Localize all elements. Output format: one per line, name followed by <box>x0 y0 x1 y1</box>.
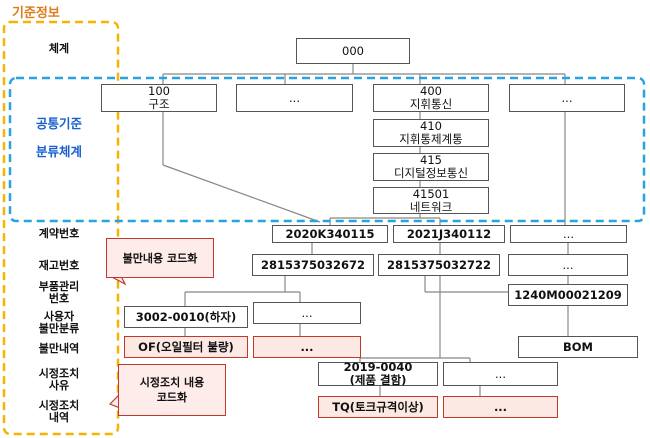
label-corrective-detail: 시정조치 내역 <box>18 398 100 426</box>
node-ellipsis-6: ... <box>443 362 558 386</box>
node-100-name: 구조 <box>148 97 170 111</box>
callout-corrective-code-line2: 코드화 <box>156 391 188 404</box>
node-reason-name: (제품 결함) <box>349 373 407 387</box>
node-defect-1: OF(오일필터 불량) <box>124 336 248 358</box>
node-415-name: 디지털정보통신 <box>393 166 469 180</box>
label-stock-no: 재고번호 <box>38 259 80 272</box>
label-corrective-reason-line1: 시정조치 <box>38 367 80 380</box>
node-ellipsis-1: ... <box>236 84 353 112</box>
node-action-2: ... <box>443 396 558 418</box>
node-ellipsis-5: ... <box>253 302 361 324</box>
node-410: 410 지휘통제계통 <box>373 119 489 147</box>
node-415-code: 415 <box>420 153 442 167</box>
node-ellipsis-3: ... <box>510 225 627 243</box>
node-contract-1: 2020K340115 <box>272 225 388 243</box>
label-part-mgmt-no-line1: 부품관리 <box>38 280 80 293</box>
label-common-classification-line1: 공통기준 <box>35 116 82 131</box>
label-contract-no: 계약번호 <box>38 227 80 240</box>
label-user-defect-class-line2: 불만분류 <box>38 322 80 335</box>
node-100: 100 구조 <box>101 84 217 112</box>
node-ellipsis-2: ... <box>509 84 625 112</box>
node-part-no: 1240M00021209 <box>508 284 628 306</box>
node-action-1: TQ(토크규격이상) <box>318 396 438 418</box>
label-system: 체계 <box>48 42 70 55</box>
node-41501: 41501 네트워크 <box>373 187 489 214</box>
node-415: 415 디지털정보통신 <box>373 153 489 181</box>
node-41501-name: 네트워크 <box>409 199 453 214</box>
label-defect-detail: 불만내역 <box>38 342 80 355</box>
label-part-mgmt-no: 부품관리 번호 <box>18 278 100 308</box>
label-common-classification-line2: 분류체계 <box>35 144 82 159</box>
node-user-class: 3002-0010(하자) <box>124 306 248 328</box>
callout-defect-code: 불만내용 코드화 <box>106 238 214 278</box>
node-contract-2: 2021J340112 <box>393 225 505 243</box>
node-stock-2: 2815375032722 <box>378 254 500 276</box>
node-bom: BOM <box>518 336 638 358</box>
node-400: 400 지휘통신 <box>373 84 489 112</box>
node-400-code: 400 <box>420 84 442 98</box>
label-corrective-reason: 시정조치 사유 <box>18 366 100 394</box>
node-stock-1: 2815375032672 <box>252 254 374 276</box>
diagram-title: 기준정보 <box>12 6 60 21</box>
node-reason: 2019-0040 (제품 결함) <box>318 360 438 387</box>
label-common-classification: 공통기준 분류체계 <box>18 92 100 182</box>
label-user-defect-class-line1: 사용자 <box>43 310 75 323</box>
node-root: 000 <box>296 38 410 64</box>
node-400-name: 지휘통신 <box>409 97 453 111</box>
callout-corrective-code: 시정조치 내용 코드화 <box>118 364 226 416</box>
label-part-mgmt-no-line2: 번호 <box>48 292 70 305</box>
label-corrective-detail-line1: 시정조치 <box>38 399 80 412</box>
callout-corrective-code-line1: 시정조치 내용 <box>139 376 205 389</box>
node-ellipsis-4: ... <box>508 254 628 276</box>
node-410-name: 지휘통제계통 <box>399 132 463 146</box>
node-41501-code: 41501 <box>412 186 450 201</box>
node-100-code: 100 <box>148 84 170 98</box>
label-corrective-reason-line2: 사유 <box>48 379 70 392</box>
node-reason-code: 2019-0040 <box>343 360 413 374</box>
node-defect-2: ... <box>253 336 361 358</box>
label-corrective-detail-line2: 내역 <box>48 411 70 424</box>
node-410-code: 410 <box>420 119 442 133</box>
label-user-defect-class: 사용자 불만분류 <box>18 309 100 337</box>
